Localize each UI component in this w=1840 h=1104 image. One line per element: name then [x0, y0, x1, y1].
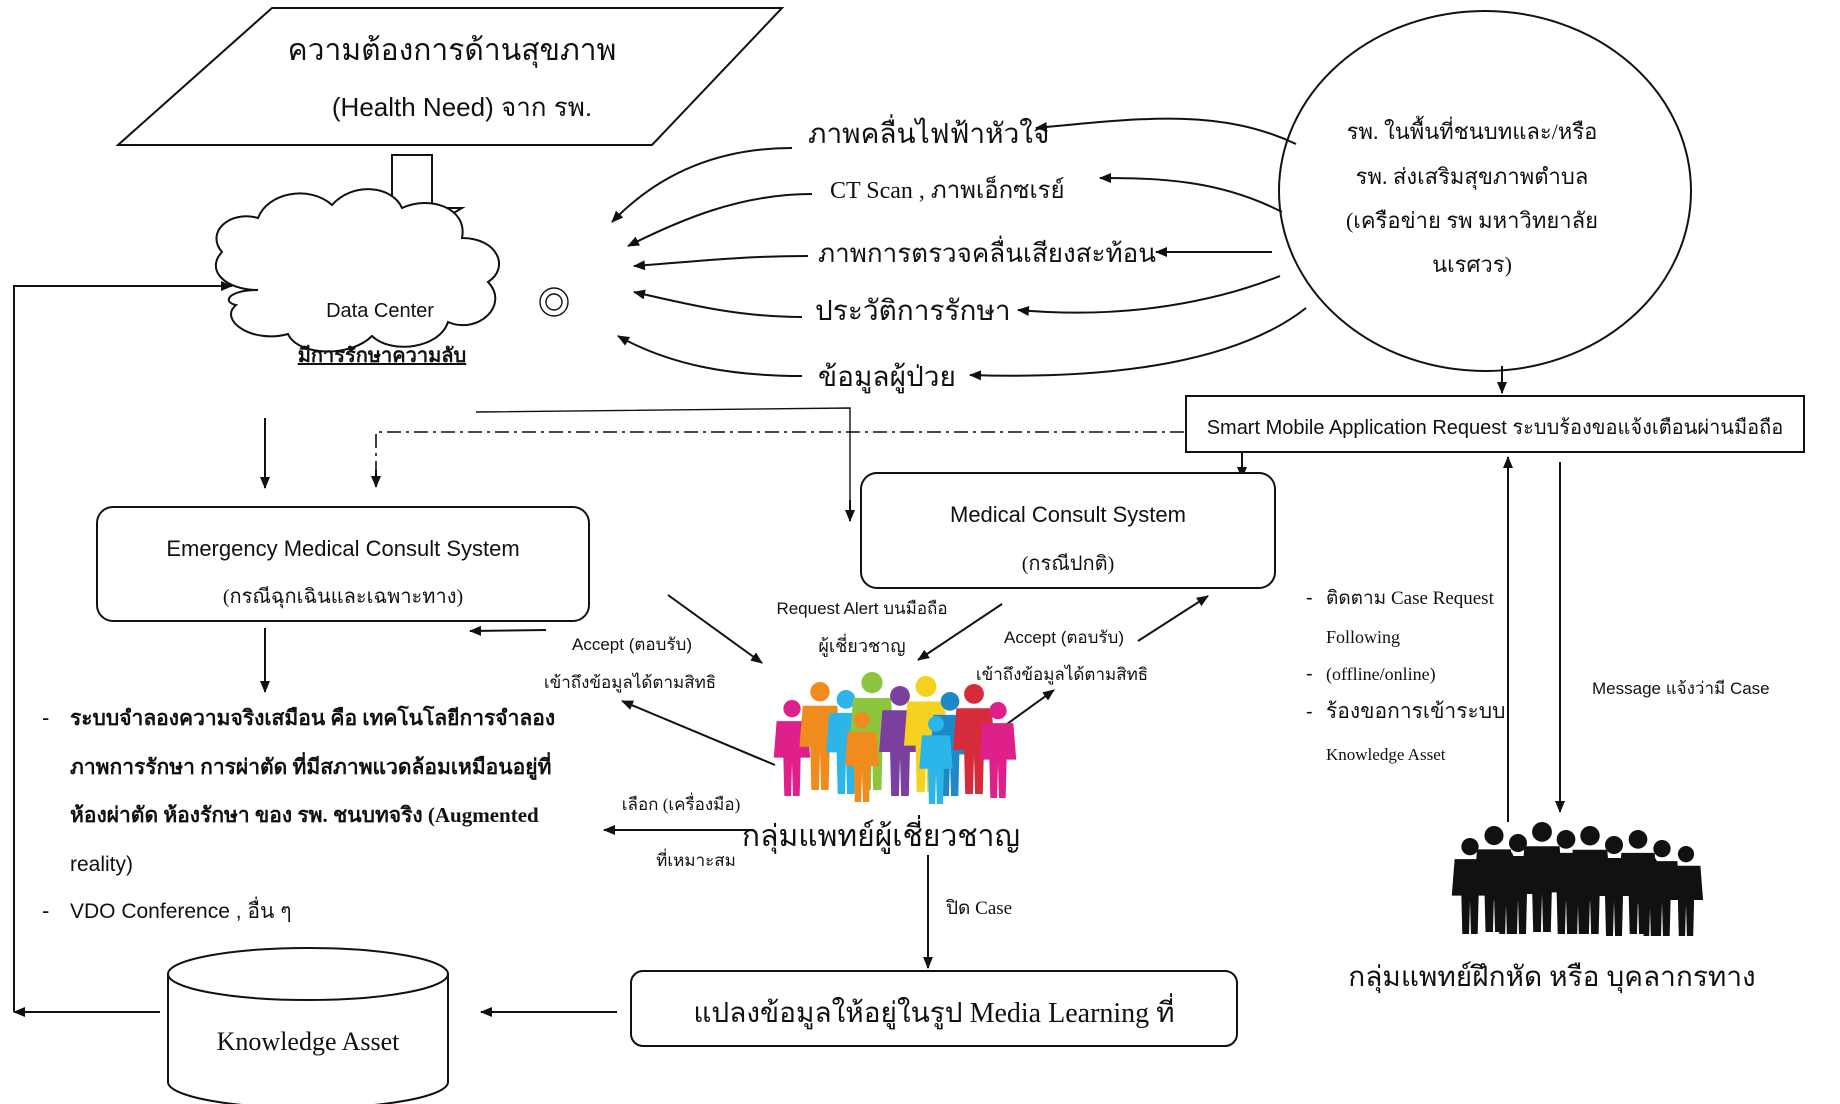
simulation-line3: ห้องผ่าตัด ห้องรักษา ของ รพ. ชนบทจริง (A… [70, 803, 539, 827]
health-need-line1: ความต้องการด้านสุขภาพ [288, 34, 617, 69]
accept-right-line2: เข้าถึงข้อมูลได้ตามสิทธิ [976, 664, 1148, 685]
medical-consult-subtitle: (กรณีปกติ) [1022, 553, 1115, 575]
knowledge-asset-cylinder: Knowledge Asset [167, 947, 449, 1104]
rural-hospital-node: รพ. ในพื้นที่ชนบทและ/หรือ รพ. ส่งเสริมสุ… [1278, 10, 1692, 372]
list-bullet: - [42, 705, 49, 730]
rural-hospital-line4: นเรศวร) [1432, 252, 1512, 277]
spiral-icon [539, 287, 569, 317]
medical-consult-title: Medical Consult System [950, 502, 1186, 527]
trainee-person-icon [1634, 856, 1666, 936]
emergency-subtitle: (กรณีฉุกเฉินและเฉพาะทาง) [223, 586, 463, 609]
data-item-history: ประวัติการรักษา [815, 296, 1011, 327]
expert-group-icon [773, 672, 1017, 804]
media-learning-label: แปลงข้อมูลให้อยู่ในรูป Media Learning ที… [693, 993, 1174, 1030]
expert-group-label: กลุ่มแพทย์ผู้เชี่ยวชาญ [742, 815, 1020, 855]
smart-app-box: Smart Mobile Application Request ระบบร้อ… [1185, 395, 1805, 453]
data-item-ecg: ภาพคลื่นไฟฟ้าหัวใจ [808, 114, 1049, 150]
simulation-list: - ระบบจำลองความจริงเสมือน คือ เทคโนโลยีก… [42, 705, 555, 923]
data-item-patient: ข้อมูลผู้ป่วย [818, 362, 956, 394]
smart-app-label: Smart Mobile Application Request ระบบร้อ… [1207, 417, 1784, 439]
medical-consult-box: Medical Consult System (กรณีปกติ) [860, 472, 1276, 589]
tracking-list: - ติดตาม Case Request Following - (offli… [1306, 587, 1505, 764]
accept-left-line2: เข้าถึงข้อมูลได้ตามสิทธิ [544, 672, 716, 693]
rural-hospital-line2: รพ. ส่งเสริมสุขภาพตำบล [1356, 164, 1589, 190]
knowledge-asset-label: Knowledge Asset [217, 1027, 400, 1056]
select-tool-line1: เลือก (เครื่องมือ) [622, 792, 741, 814]
tracking-line5: Knowledge Asset [1326, 745, 1446, 764]
simulation-line2: ภาพการรักษา การผ่าตัด ที่มีสภาพแวดล้อมเห… [70, 751, 551, 781]
emergency-system-box: Emergency Medical Consult System (กรณีฉุ… [96, 506, 590, 622]
data-center-cloud: Data Center มีการรักษาความลับ [215, 188, 569, 367]
simulation-line5: VDO Conference , อื่น ๆ [70, 896, 292, 923]
list-bullet: - [1306, 587, 1313, 609]
tracking-line4: ร้องขอการเข้าระบบ [1326, 699, 1505, 723]
select-tool-line2: ที่เหมาะสม [656, 848, 736, 870]
media-learning-box: แปลงข้อมูลให้อยู่ในรูป Media Learning ที… [630, 970, 1238, 1047]
data-item-ultrasound: ภาพการตรวจคลื่นเสียงสะท้อน [818, 235, 1156, 268]
trainee-person-icon [1490, 850, 1522, 934]
accept-left-line1: Accept (ตอบรับ) [572, 635, 692, 654]
list-bullet: - [1306, 701, 1313, 723]
close-case-label: ปิด Case [945, 898, 1012, 919]
trainee-person-icon [1562, 852, 1594, 934]
trainee-person-icon [1668, 846, 1704, 936]
health-need-line2: (Health Need) จาก รพ. [332, 92, 592, 122]
rural-hospital-line1: รพ. ในพื้นที่ชนบทและ/หรือ [1347, 116, 1598, 144]
request-alert-line2: ผู้เชี่ยวชาญ [818, 633, 905, 657]
health-need-node: ความต้องการด้านสุขภาพ (Health Need) จาก … [115, 7, 785, 146]
trainee-group-label: กลุ่มแพทย์ฝึกหัด หรือ บุคลากรทาง [1348, 961, 1755, 994]
tracking-line2: Following [1326, 627, 1400, 647]
simulation-line4: reality) [70, 853, 133, 876]
emergency-title: Emergency Medical Consult System [166, 536, 519, 561]
list-bullet: - [1306, 663, 1313, 685]
tracking-line1: ติดตาม Case Request [1326, 588, 1495, 609]
accept-right-line1: Accept (ตอบรับ) [1004, 628, 1124, 647]
rural-hospital-line3: (เครือข่าย รพ มหาวิทยาลัย [1346, 208, 1598, 233]
simulation-line1: ระบบจำลองความจริงเสมือน คือ เทคโนโลยีการ… [70, 705, 555, 730]
data-center-subtitle: มีการรักษาความลับ [298, 344, 467, 367]
data-center-title: Data Center [326, 300, 434, 322]
expert-person-icon [844, 712, 880, 802]
data-item-ct-xray: CT Scan , ภาพเอ็กซเรย์ [830, 175, 1065, 204]
expert-person-icon [979, 702, 1017, 798]
message-case-label: Message แจ้งว่ามี Case [1592, 679, 1770, 698]
trainee-group-icon [1451, 822, 1704, 936]
expert-person-icon [919, 716, 953, 804]
tracking-line3: (offline/online) [1326, 664, 1436, 685]
request-alert-line1: Request Alert บนมือถือ [776, 599, 947, 618]
list-bullet: - [42, 898, 49, 923]
